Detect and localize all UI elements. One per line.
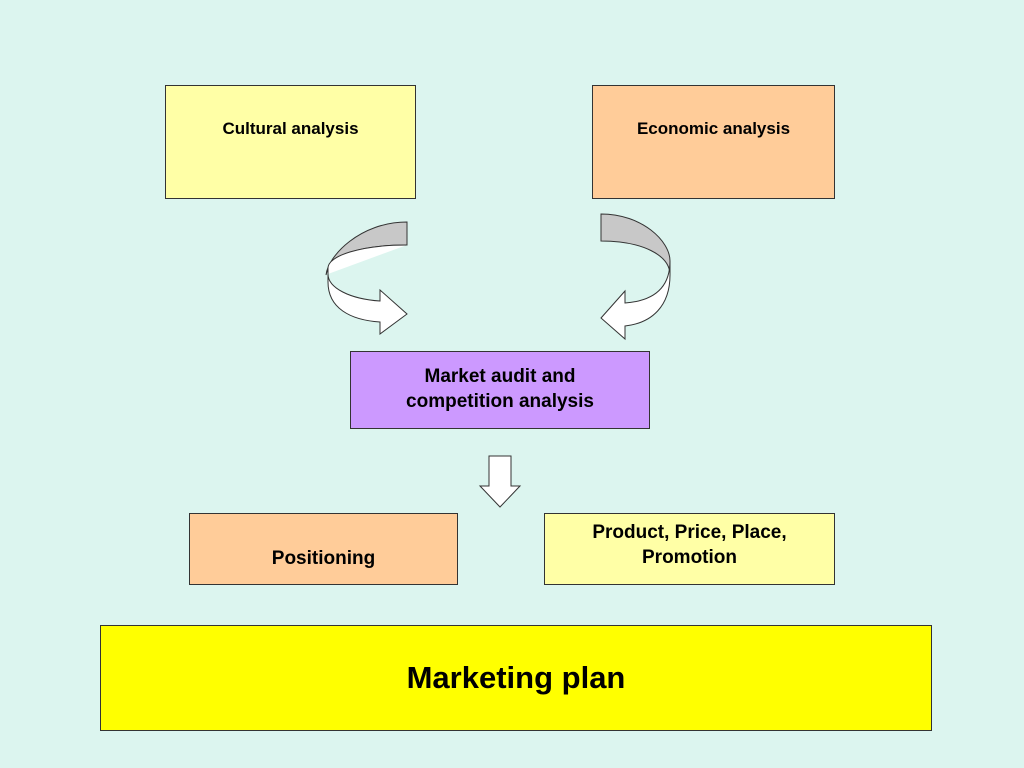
market-audit-text: Market audit and competition analysis [406,365,594,414]
positioning-label: Positioning [271,548,376,570]
curved-arrow-right-front [600,260,671,341]
marketing-mix-text: Product, Price, Place, Promotion [592,521,786,570]
cultural-analysis-label: Cultural analysis [222,119,359,138]
market-audit-label-line2: competition analysis [406,391,594,412]
curved-arrow-left-front [327,244,408,335]
market-audit-box: Market audit and competition analysis [350,351,650,429]
marketing-plan-label: Marketing plan [406,659,626,695]
marketing-mix-label-line1: Product, Price, Place, [592,522,787,543]
marketing-plan-box: Marketing plan [100,625,932,731]
marketing-mix-box: Product, Price, Place, Promotion [544,513,835,585]
curved-arrow-right-back [600,213,671,276]
market-audit-label-line1: Market audit and [424,366,576,388]
marketing-mix-label-line2: Promotion [642,546,737,568]
down-arrow-shape [478,455,522,508]
economic-analysis-box: Economic analysis [592,85,835,199]
cultural-analysis-box: Cultural analysis [165,85,416,199]
economic-analysis-label: Economic analysis [636,119,791,138]
down-arrow [478,455,522,508]
curved-arrow-right [600,213,671,341]
positioning-box: Positioning [189,513,458,585]
curved-arrow-left [325,221,408,335]
